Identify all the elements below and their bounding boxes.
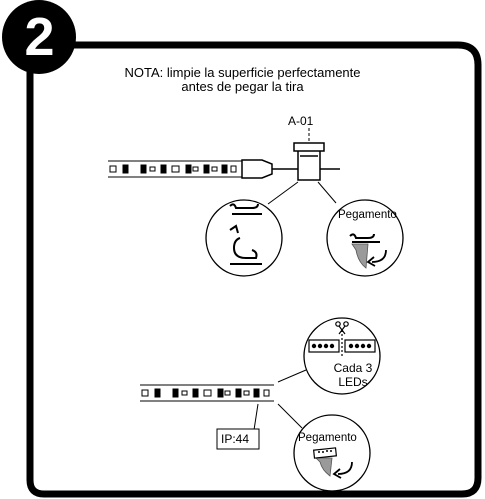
ip-label: IP:44: [221, 432, 250, 446]
install-steps-circle: [205, 199, 283, 277]
cut-strip-icon: [308, 330, 376, 358]
note-line-2: antes de pegar la tira: [181, 79, 304, 94]
connector-icon: [241, 159, 273, 179]
led-strip-bottom: [140, 384, 274, 402]
glue-strip-icon-bottom: [312, 447, 353, 479]
part-label: A-01: [288, 114, 314, 128]
clip-step-icon: [229, 203, 262, 265]
glue-strip-icon: [349, 233, 387, 269]
cut-label-line-1: Cada 3: [333, 361, 373, 375]
glue-label-bottom: Pegamento: [298, 432, 357, 444]
scissors-icon: [335, 321, 349, 335]
cut-label-line-2: LEDs: [338, 375, 368, 389]
step-badge: [2, 0, 76, 74]
mounting-clip: [293, 142, 325, 181]
glue-label-top: Pegamento: [338, 209, 397, 221]
led-strip-top: [108, 160, 242, 178]
ip-label-box: [216, 428, 260, 450]
step-frame: [26, 41, 482, 498]
note-line-1: NOTA: limpie la superficie perfectamente: [124, 65, 361, 80]
cut-label: Cada 3 LEDs: [328, 361, 378, 389]
arrow-icon: [371, 249, 387, 263]
step-number: 2: [24, 7, 55, 67]
